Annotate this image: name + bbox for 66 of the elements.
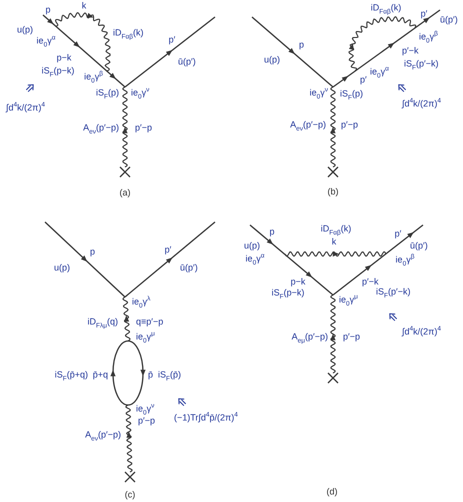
propagator-label: iS$_{F}$(p) xyxy=(96,88,119,98)
spinor-label: u(p) xyxy=(244,240,260,252)
spinor-label: u(p) xyxy=(264,54,280,66)
propagator-label: iD$_{Fλμ}$(q) xyxy=(88,316,118,328)
field-label: A$_{eν}$(p′−p) xyxy=(290,120,326,130)
vertex-factor-label: ie$_{0}$γ$^{α}$ xyxy=(36,36,56,46)
vertex-factor-label: ie$_{0}$γ$^{β}$ xyxy=(396,254,414,266)
momentum-label: p′−p xyxy=(138,416,155,426)
momentum-label: p̄+q xyxy=(92,370,108,380)
momentum-label: p xyxy=(46,4,50,16)
momentum-label: p′ xyxy=(420,8,428,20)
field-label: A$_{eν}$(p′−p) xyxy=(83,122,119,134)
vertex-factor-label: ie$_{0}$γ$^{ν}$ xyxy=(310,88,328,98)
spinor-label: ū(p′) xyxy=(178,56,196,68)
field-label: A$_{eν}$(p′−p) xyxy=(85,430,121,440)
panel-label: (a) xyxy=(120,188,130,198)
integral-formula: (−1)Tr∫d$^{4}$p̄/(2π)$^{4}$ xyxy=(174,412,238,424)
vertex-factor-label: ie$_{0}$γ$^{ν}$ xyxy=(131,88,150,98)
vertex-factor-label: ie$_{0}$γ$^{μ}$ xyxy=(136,332,155,342)
momentum-label: p′−k xyxy=(402,46,418,56)
momentum-label: p′ xyxy=(164,244,172,256)
momentum-label: p′−p xyxy=(135,122,152,134)
vertex-factor-label: ie$_{0}$γ$^{α}$ xyxy=(370,66,389,78)
momentum-label: p−k xyxy=(290,276,306,288)
momentum-label: p xyxy=(90,246,96,258)
panel-label: (d) xyxy=(326,486,338,498)
momentum-label: p′−k xyxy=(362,276,378,288)
propagator-label: iD$_{Fαβ}$(k) xyxy=(320,224,352,234)
panel-label: (b) xyxy=(328,186,338,198)
spinor-label: ū(p′) xyxy=(410,240,428,252)
momentum-label: p xyxy=(270,226,274,238)
panel-label: (c) xyxy=(124,490,136,500)
momentum-label: p xyxy=(299,40,304,50)
propagator-label: iD$_{Fαβ}$(k) xyxy=(370,2,402,14)
vertex-factor-label: ie$_{0}$γ$^{μ}$ xyxy=(339,294,358,306)
momentum-label: k xyxy=(332,236,336,248)
momentum-label: p′ xyxy=(168,34,176,46)
propagator-label: iS$_{F}$(p−k) xyxy=(272,288,304,298)
vertex-factor-label: ie$_{0}$γ$^{ν}$ xyxy=(136,404,154,414)
spinor-label: u(p) xyxy=(54,262,70,274)
propagator-label: iS$_{F}$(p′−k) xyxy=(376,286,410,298)
vertex-factor-label: ie$_{0}$γ$^{β}$ xyxy=(84,72,103,82)
propagator-label: iD$_{Fαβ}$(k) xyxy=(113,28,144,38)
integral-formula: ∫d$^{4}$k/(2π)$^{4}$ xyxy=(402,326,441,338)
momentum-label: p−k xyxy=(56,52,72,64)
momentum-label: p′−p xyxy=(341,120,358,130)
spinor-label: ū(p′) xyxy=(180,262,198,274)
momentum-label: p′ xyxy=(394,228,402,240)
propagator-label: iS$_{F}$(p−k) xyxy=(42,66,74,76)
momentum-label: p̄ xyxy=(148,370,154,380)
integral-formula: ∫d$^{4}$k/(2π)$^{4}$ xyxy=(6,102,45,114)
momentum-label: k xyxy=(82,0,86,12)
propagator-label: iS$_{F}$(p̄) xyxy=(158,370,181,380)
vertex-factor-label: ie$_{0}$γ$^{λ}$ xyxy=(132,296,150,308)
momentum-label: p′ xyxy=(360,74,367,86)
momentum-label: q≡p′−p xyxy=(136,316,164,328)
field-label: A$_{eμ}$(p′−p) xyxy=(292,332,328,342)
spinor-label: u(p) xyxy=(17,24,33,36)
spinor-label: ū(p′) xyxy=(440,14,458,26)
momentum-label: p′−p xyxy=(343,332,360,342)
propagator-label: iS$_{F}$(p) xyxy=(340,88,363,100)
vertex-factor-label: ie$_{0}$γ$^{α}$ xyxy=(246,254,264,264)
propagator-label: iS$_{F}$(p′−k) xyxy=(404,58,438,70)
propagator-label: iS$_{F}$(p̄+q) xyxy=(54,370,88,380)
vertex-factor-label: ie$_{0}$γ$^{β}$ xyxy=(419,32,438,42)
integral-formula: ∫d$^{4}$k/(2π)$^{4}$ xyxy=(402,98,441,110)
